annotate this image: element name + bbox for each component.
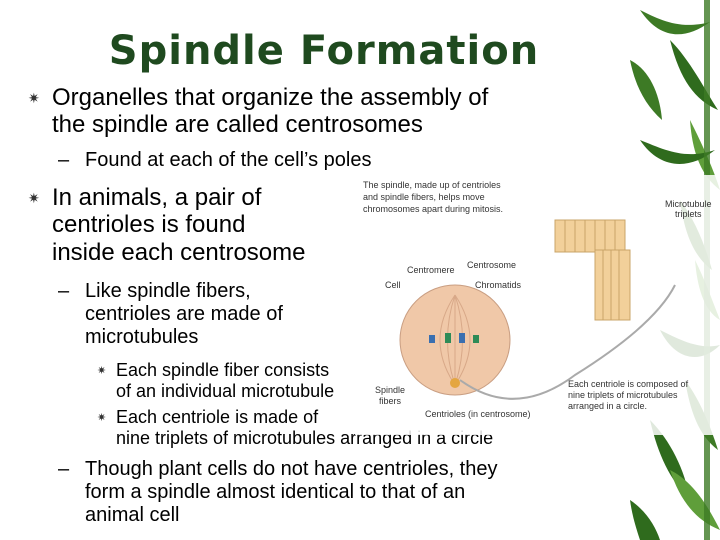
figure-note: arranged in a circle. <box>568 401 647 411</box>
figure-caption: chromosomes apart during mitosis. <box>363 204 503 214</box>
bullet-text: Organelles that organize the assembly of… <box>52 84 488 139</box>
text-line: the spindle are called centrosomes <box>52 111 423 139</box>
figure-caption: and spindle fibers, helps move <box>363 192 485 202</box>
text-line: inside each centrosome <box>52 238 306 266</box>
text-line: centrioles is found <box>52 211 246 239</box>
text-line: centrioles are made of <box>85 302 283 325</box>
figure-note: nine triplets of microtubules <box>568 390 678 400</box>
bullet-icon: ✷ <box>97 365 107 377</box>
text-line: of an individual microtubule <box>116 380 335 401</box>
label-spindle-fibers: Spindle <box>375 385 405 395</box>
figure-note: Each centriole is composed of <box>568 379 689 389</box>
sub-bullet-text: Found at each of the cell’s poles <box>85 149 372 171</box>
text-line: Each centriole is made of <box>116 407 319 427</box>
cell-drawing <box>399 284 511 396</box>
bullet-icon: ✷ <box>28 90 40 106</box>
label-cell: Cell <box>385 280 401 290</box>
sub-bullet-text: Like spindle fibers, centrioles are made… <box>85 280 283 348</box>
label-centrosome: Centrosome <box>467 260 516 270</box>
figure-caption: The spindle, made up of centrioles <box>363 180 501 190</box>
text-line: Like spindle fibers, <box>85 280 251 302</box>
sub-sub-bullet-text: Each spindle fiber consists of an indivi… <box>116 360 334 401</box>
dash-icon: – <box>58 149 70 171</box>
text-line: animal cell <box>85 503 180 526</box>
text-line: Each spindle fiber consists <box>116 360 330 380</box>
bullet-text: In animals, a pair of centrioles is foun… <box>52 184 305 266</box>
text-line: microtubules <box>85 325 199 348</box>
dash-icon: – <box>58 458 70 480</box>
label-centrioles: Centrioles (in centrosome) <box>425 409 531 419</box>
page-title: Spindle Formation <box>108 28 540 74</box>
label-chromatids: Chromatids <box>475 280 522 290</box>
text-line: form a spindle almost identical to that … <box>85 480 466 503</box>
label-centromere: Centromere <box>407 265 455 275</box>
bullet-icon: ✷ <box>28 190 40 206</box>
spindle-figure: The spindle, made up of centrioles and s… <box>355 175 720 435</box>
text-line: Organelles that organize the assembly of <box>52 84 489 111</box>
text-line: Though plant cells do not have centriole… <box>85 458 498 480</box>
centriole-drawing <box>554 219 631 321</box>
label-spindle-fibers: fibers <box>379 396 402 406</box>
text-line: In animals, a pair of <box>52 184 262 211</box>
sub-bullet-text: Though plant cells do not have centriole… <box>85 458 497 526</box>
bullet-icon: ✷ <box>97 412 107 424</box>
label-microtubule-triplets: Microtubule <box>665 199 712 209</box>
dash-icon: – <box>58 280 70 302</box>
label-microtubule-triplets: triplets <box>675 209 702 219</box>
